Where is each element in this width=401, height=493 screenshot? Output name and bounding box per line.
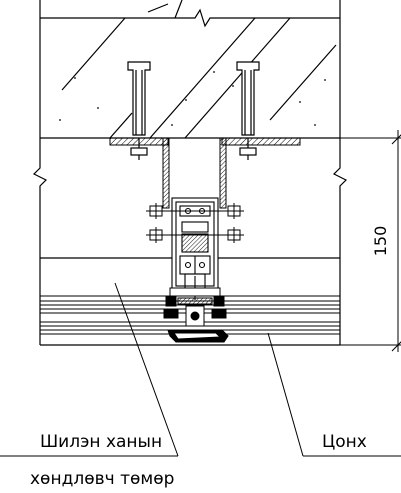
pressure-cap <box>167 329 229 343</box>
base-plate-right <box>221 137 301 146</box>
left-leader <box>114 282 179 457</box>
bracket-leg-left <box>162 137 170 209</box>
glazing-gaskets <box>163 287 227 327</box>
callout-leaders <box>0 282 401 457</box>
bracket-leg-right <box>219 137 227 209</box>
window-callout: Цонх <box>322 432 367 452</box>
profile-core <box>181 233 209 253</box>
right-leader <box>267 332 304 457</box>
transom-callout-line1: Шилэн ханын <box>40 432 162 452</box>
dimension-text: 150 <box>371 226 390 257</box>
dimension-150 <box>340 130 401 352</box>
bracket-bolts <box>146 203 244 243</box>
slab-top-break-line <box>40 8 340 28</box>
left-wall-edge <box>32 0 48 345</box>
transom-profile <box>171 197 219 300</box>
concrete-slab <box>40 0 340 139</box>
steel-bracket <box>109 137 301 209</box>
base-plate-left <box>109 137 169 146</box>
transom-callout-line2: хөндлөвч төмөр <box>30 469 174 489</box>
right-wall-edge <box>332 0 348 345</box>
anchor-bolt-left <box>127 61 151 160</box>
